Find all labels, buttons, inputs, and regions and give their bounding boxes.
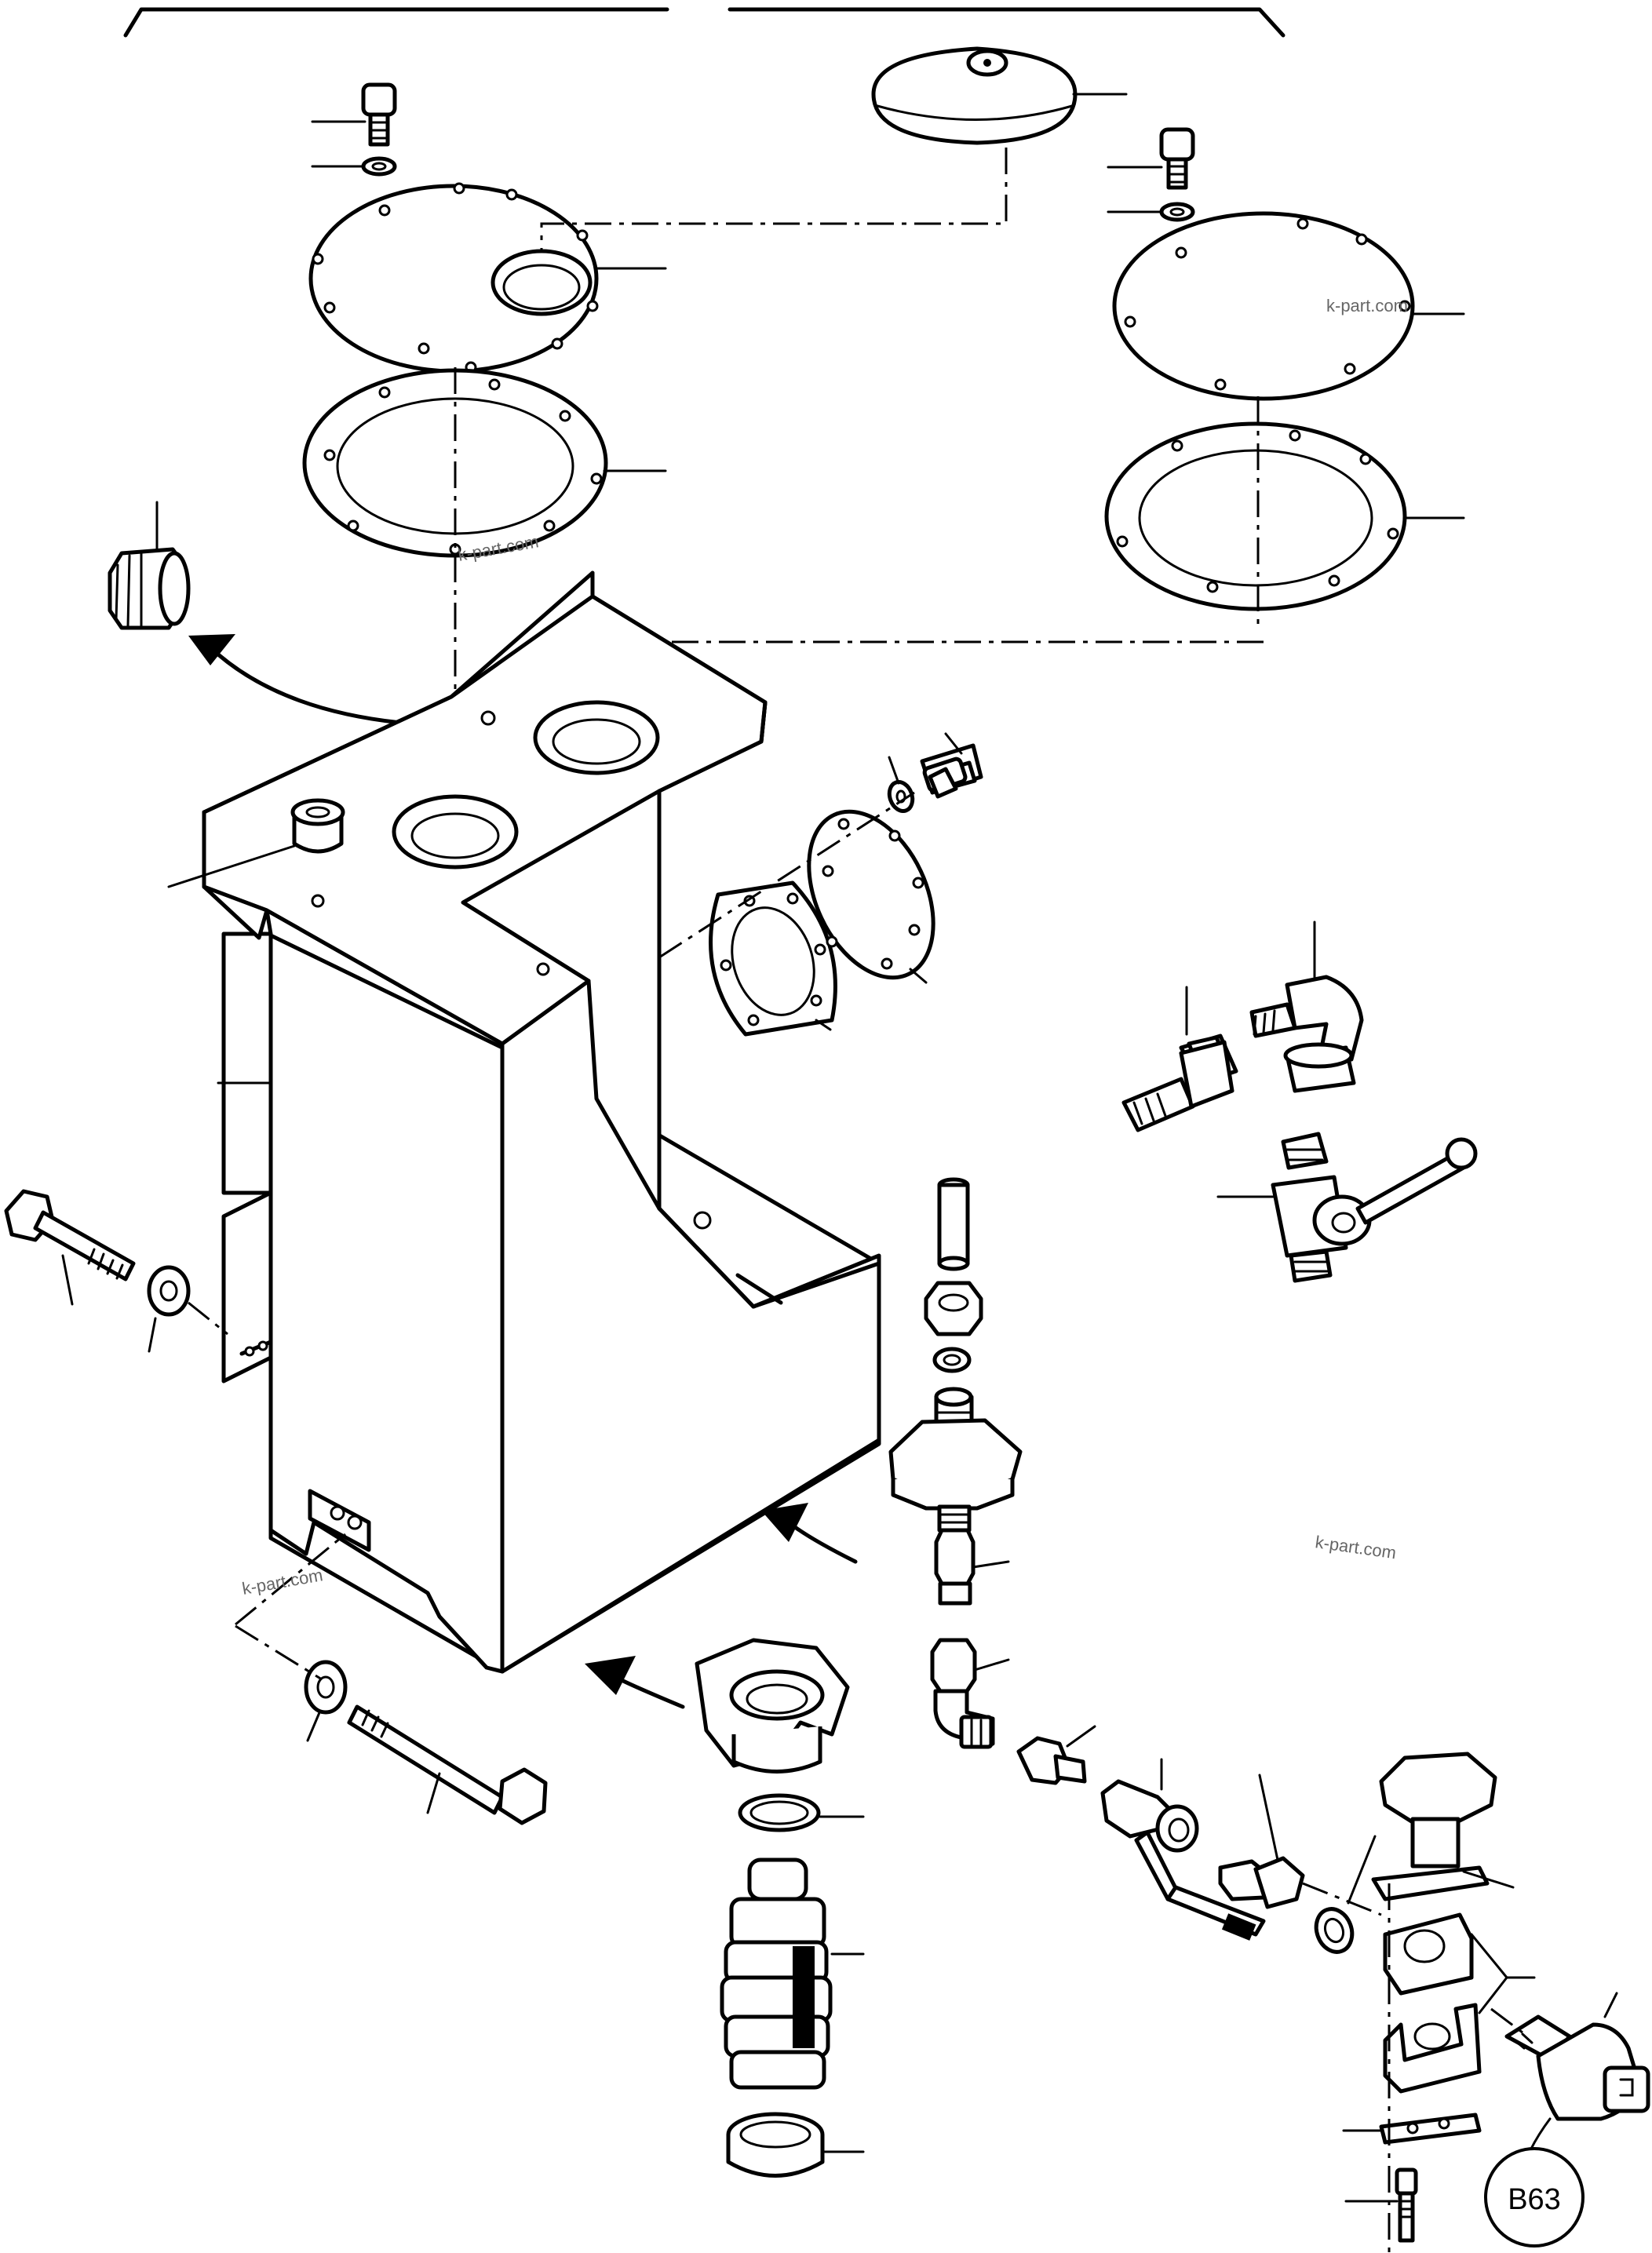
side-washer — [887, 756, 915, 813]
watermark-text: k-part.com — [1314, 1532, 1397, 1562]
elbow-fitting-right — [1249, 921, 1364, 1093]
nut-upper — [924, 1281, 983, 1336]
arrow-suction — [761, 1503, 858, 1564]
filter-element — [720, 1857, 865, 2090]
group-bracket — [123, 7, 1285, 38]
ball-valve — [1100, 1758, 1266, 1941]
filter-flange — [695, 1638, 850, 1774]
callout-b63-label: B63 — [1508, 2183, 1561, 2216]
breather-tube — [937, 1177, 970, 1271]
filter-bottom-ring — [726, 2112, 865, 2178]
adapter-fitting — [1016, 1725, 1096, 1785]
filler-breather — [888, 1387, 1023, 1533]
axis-upper-bolt — [188, 1301, 228, 1336]
fitting-connector — [934, 1528, 1010, 1606]
washer-lower-bolt — [304, 1660, 348, 1742]
filler-cap — [871, 46, 1128, 145]
washer-left-top — [311, 156, 397, 177]
filter-seal-ring — [738, 1793, 865, 1832]
knob-star — [1371, 1752, 1515, 1901]
clamp-upper — [1383, 1912, 1508, 1996]
clamp-lower — [1383, 1976, 1508, 2094]
washer-upper-bolt — [147, 1265, 191, 1353]
watermark-text: k-part.com — [1326, 296, 1408, 315]
elbow-fitting — [930, 1638, 1010, 1749]
ring-upper — [932, 1347, 972, 1373]
side-cover-plate — [807, 809, 935, 984]
cover-plate-right — [1112, 211, 1465, 401]
connector-nipple — [1218, 1774, 1305, 1909]
side-gasket — [709, 880, 837, 1037]
pressure-switch — [1504, 1992, 1650, 2121]
washer-right-top — [1107, 202, 1195, 222]
axis-bracket — [1302, 1882, 1552, 2252]
plug-top-left — [108, 501, 191, 630]
cover-plate-left — [308, 182, 667, 374]
long-bolt-lower — [347, 1704, 548, 1825]
long-bolt-upper — [4, 1189, 136, 1306]
straight-fitting — [1121, 986, 1238, 1132]
arrow-return — [585, 1656, 685, 1709]
axis-side-cover — [658, 791, 915, 959]
bolt-right-top — [1107, 127, 1195, 190]
axis-lower-bolt — [235, 1533, 346, 1681]
hydraulic-tank — [167, 571, 881, 1674]
watermark-text: k-part.com — [241, 1565, 325, 1599]
o-ring-small — [1314, 1835, 1377, 1954]
tap-valve — [1216, 1132, 1478, 1283]
gasket-right — [1104, 421, 1465, 611]
axis-filler-cap — [540, 148, 1008, 251]
bracket-plate — [1342, 2113, 1482, 2145]
gasket-left — [302, 368, 667, 558]
side-bolt — [920, 732, 983, 799]
screw-bottom — [1344, 2167, 1418, 2243]
callout-b63: B63 — [1484, 2147, 1585, 2248]
bolt-left-top — [311, 82, 397, 147]
